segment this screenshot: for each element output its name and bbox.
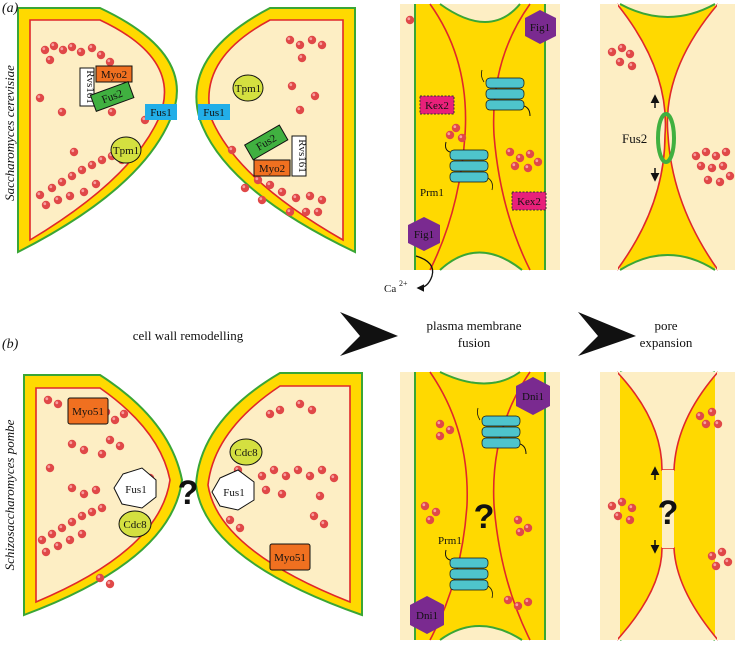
prm1-label-b: Prm1 (438, 535, 462, 547)
prm1-channel-b-bottom (445, 549, 493, 599)
svg-text:Rvs161: Rvs161 (296, 139, 308, 173)
calcium-arrow: Ca 2+ (384, 255, 434, 295)
stage-arrow-1 (340, 312, 398, 356)
svg-text:Fus1: Fus1 (150, 107, 171, 119)
kex2-box-a-bottom: Kex2 (511, 191, 547, 211)
prm1-channel-b-top (476, 407, 527, 455)
svg-text:Fig1: Fig1 (414, 229, 434, 241)
svg-text:Dni1: Dni1 (522, 391, 544, 403)
fus1-box-a-right: Fus1 (198, 104, 230, 120)
stage-pore-line1: pore (654, 318, 677, 333)
fus1-heptagon-b-right: Fus1 (211, 469, 255, 511)
fus1-heptagon-b-left: Fus1 (113, 467, 157, 509)
question-mark-b-right: ? (658, 494, 679, 532)
prm1-channel-a-bottom (445, 141, 493, 191)
svg-text:Myo51: Myo51 (72, 406, 104, 418)
svg-text:Cdc8: Cdc8 (123, 519, 147, 531)
rvs161-box-a-right: Rvs161 (291, 135, 308, 177)
svg-text:Fig1: Fig1 (530, 22, 550, 34)
prm1-channel-a-top (480, 69, 531, 117)
svg-text:Fus1: Fus1 (203, 107, 224, 119)
stage-pm-fusion-line2: fusion (458, 335, 491, 350)
svg-text:Ca: Ca (384, 283, 396, 295)
svg-text:2+: 2+ (399, 279, 408, 288)
myo51-box-b-right: Myo51 (269, 543, 311, 571)
stage-pm-fusion-line1: plasma membrane (427, 318, 522, 333)
question-mark-b-middle: ? (474, 498, 495, 536)
panel-a-cell-left (17, 7, 178, 254)
tpm1-oval-a-left: Tpm1 (110, 136, 142, 164)
svg-text:Kex2: Kex2 (517, 196, 541, 208)
svg-text:Myo2: Myo2 (259, 163, 285, 175)
stage-cell-wall-remodelling: cell wall remodelling (133, 328, 244, 343)
svg-text:Myo2: Myo2 (101, 69, 127, 81)
fus2-ring-a (650, 94, 676, 182)
fig1-hexagon-a-top: Fig1 (525, 10, 556, 44)
stage-arrow-2 (578, 312, 636, 356)
kex2-box-a-top: Kex2 (419, 95, 455, 115)
panel-b-pore-zone (600, 371, 735, 641)
fus2-box-a-right: Fus2 (243, 124, 289, 161)
panel-label-a: (a) (2, 1, 19, 16)
svg-text:Kex2: Kex2 (425, 100, 449, 112)
cdc8-oval-b-left: Cdc8 (118, 510, 152, 538)
myo2-box-a-left: Myo2 (95, 65, 133, 83)
svg-text:Tpm1: Tpm1 (113, 145, 139, 157)
panel-a-pore-zone (600, 3, 735, 271)
stage-pore-line2: expansion (640, 335, 693, 350)
species-a: Saccharomyces cerevisiae (2, 65, 17, 201)
species-b: Schizosaccharomyces pombe (2, 419, 17, 570)
dni1-hexagon-b-bottom: Dni1 (410, 596, 444, 634)
svg-text:Dni1: Dni1 (416, 610, 438, 622)
myo2-box-a-right: Myo2 (253, 159, 291, 177)
svg-text:Cdc8: Cdc8 (234, 447, 258, 459)
svg-text:Fus1: Fus1 (125, 484, 146, 496)
fig1-hexagon-a-bottom: Fig1 (408, 217, 440, 251)
fus2-box-a-left: Fus2 (89, 81, 135, 112)
cdc8-oval-b-right: Cdc8 (229, 438, 263, 466)
svg-text:Tpm1: Tpm1 (235, 83, 261, 95)
svg-text:Fus1: Fus1 (223, 487, 244, 499)
panel-label-b: (b) (2, 337, 19, 352)
question-mark-b-left: ? (178, 474, 199, 512)
dni1-hexagon-b-top: Dni1 (516, 377, 550, 415)
prm1-label-a: Prm1 (420, 187, 444, 199)
tpm1-oval-a-right: Tpm1 (232, 74, 264, 102)
myo51-box-b-left: Myo51 (67, 397, 109, 425)
svg-text:Myo51: Myo51 (274, 552, 306, 564)
fus1-box-a-left: Fus1 (145, 104, 177, 120)
fus2-label-a: Fus2 (622, 131, 647, 146)
